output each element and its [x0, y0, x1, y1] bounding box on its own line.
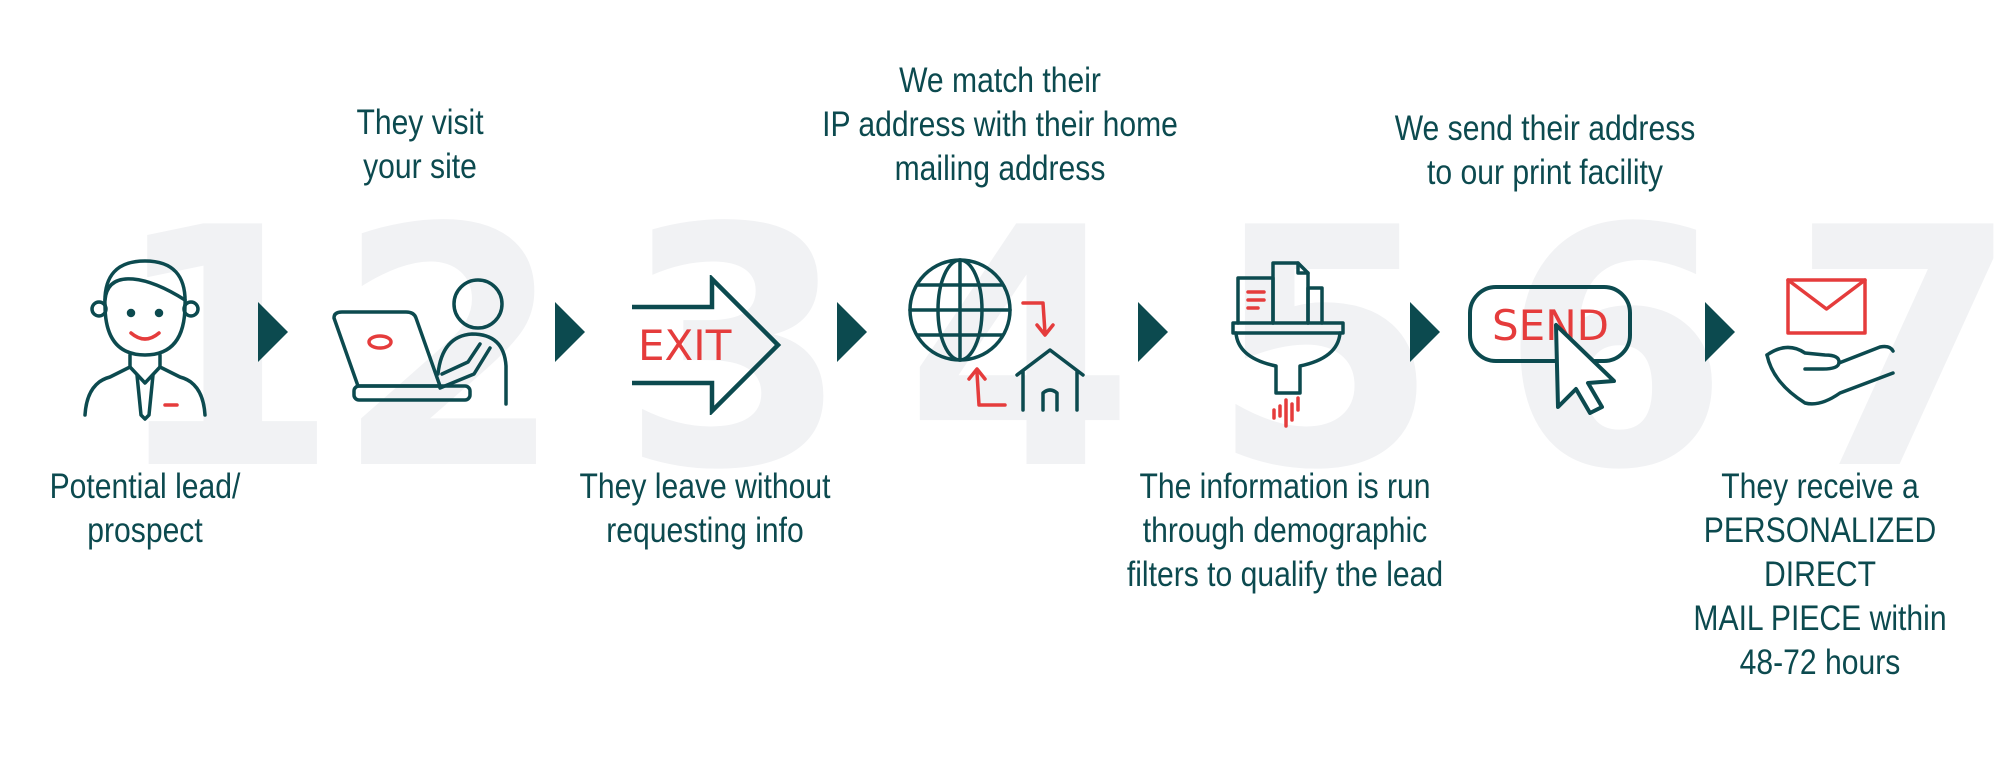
- step-6-caption: We send their address to our print facil…: [1394, 109, 1696, 192]
- step-number-7: 7: [1790, 158, 2000, 542]
- chevron-right-icon: [837, 302, 867, 362]
- exit-arrow-icon: EXIT: [632, 275, 782, 415]
- step-number-6: 6: [1500, 158, 1730, 542]
- hand-envelope-icon: [1765, 278, 1895, 406]
- step-number-5: 5: [1210, 158, 1440, 542]
- step-2-caption: They visit your site: [356, 103, 484, 186]
- laptop-user-icon: [332, 278, 508, 406]
- funnel-filter-icon: [1231, 261, 1345, 428]
- chevron-right-icon: [1705, 302, 1735, 362]
- step-number-3: 3: [620, 158, 850, 542]
- chevron-right-icon: [1138, 302, 1168, 362]
- step-3-caption: They leave without requesting info: [579, 467, 831, 550]
- person-icon: [83, 259, 207, 421]
- send-cursor-icon: SEND: [1468, 285, 1632, 415]
- step-1-caption: Potential lead/ prospect: [49, 467, 241, 550]
- step-number-4: 4: [905, 158, 1135, 542]
- globe-house-icon: [908, 258, 1085, 412]
- chevron-right-icon: [258, 302, 288, 362]
- step-number-1: 1: [110, 158, 340, 542]
- step-number-2: 2: [335, 158, 565, 542]
- chevron-right-icon: [555, 302, 585, 362]
- step-4-caption: We match their IP address with their hom…: [822, 61, 1178, 188]
- send-text: SEND: [1492, 301, 1609, 350]
- exit-text: EXIT: [638, 321, 732, 370]
- chevron-right-icon: [1410, 302, 1440, 362]
- step-5-caption: The information is run through demograph…: [1126, 467, 1444, 594]
- step-7-caption: They receive a PERSONALIZED DIRECT MAIL …: [1693, 467, 1947, 682]
